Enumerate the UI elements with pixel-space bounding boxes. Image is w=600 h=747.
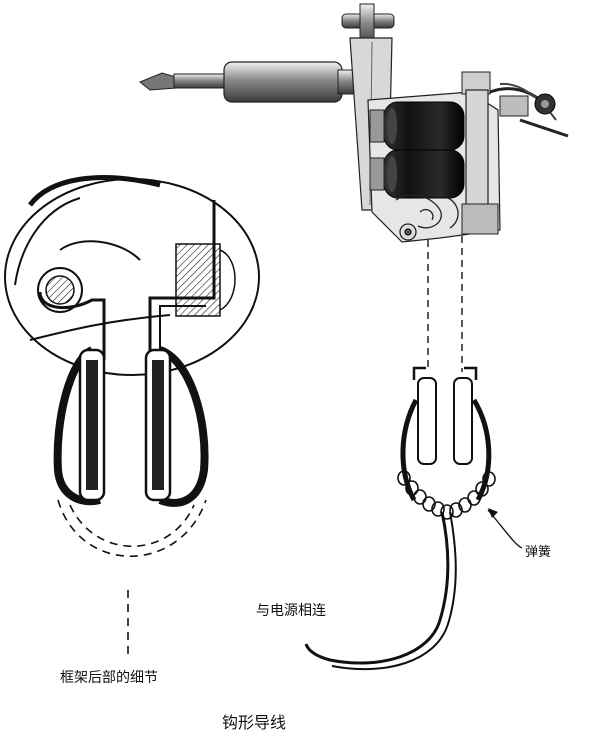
- frame-scrollwork: [395, 194, 459, 241]
- spring-coils: [397, 470, 496, 520]
- power-connection-label: 与电源相连: [256, 603, 326, 619]
- spring-label: 弹簧: [525, 545, 552, 560]
- frame-detail-inset: [4, 175, 260, 376]
- diagram-caption: 钩形导线: [222, 713, 287, 732]
- armature-bar: [461, 203, 499, 235]
- spring-leader-arrow: [488, 508, 498, 518]
- machine-guide-lines: [427, 236, 463, 372]
- machine-tube: [139, 61, 369, 103]
- inset-hook-wire: [53, 346, 209, 660]
- electromagnetic-coils: [369, 101, 465, 199]
- tattoo-machine: [139, 3, 569, 243]
- hook-wire-assembly: [304, 366, 496, 671]
- frame-detail-label: 框架后部的细节: [60, 670, 158, 686]
- contact-screw-assembly: [461, 71, 569, 231]
